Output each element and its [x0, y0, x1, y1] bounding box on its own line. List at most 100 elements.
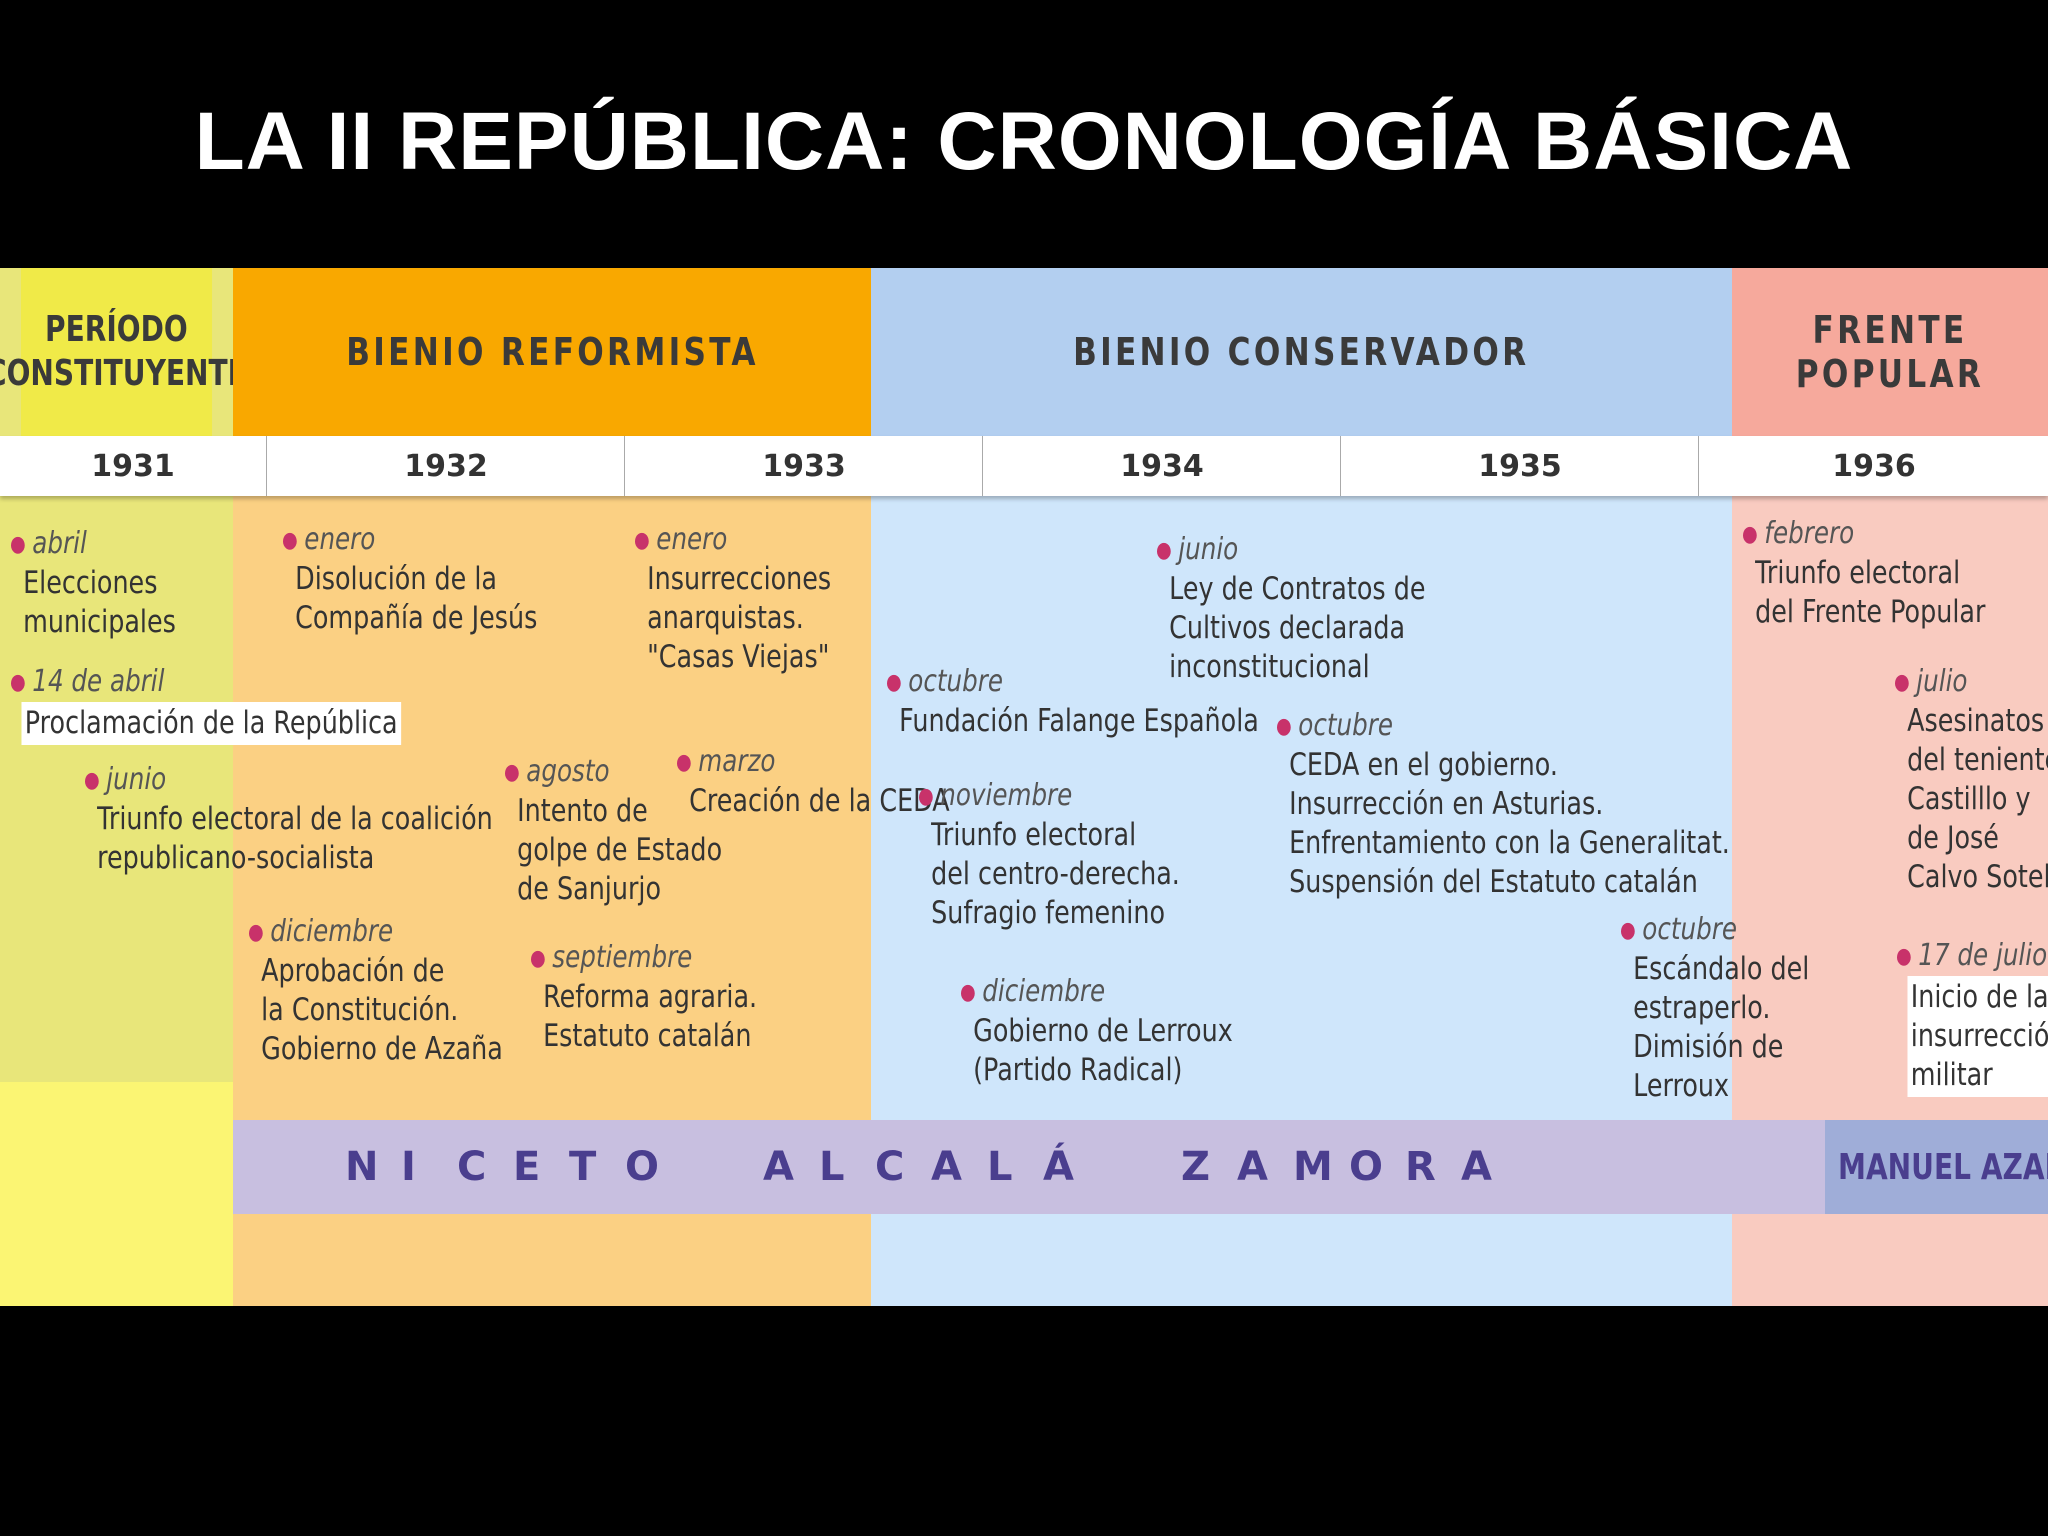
event-junio-1934: ●junio Ley de Contratos de Cultivos decl… [1156, 530, 1425, 687]
event-text: Escándalo del [1633, 951, 1810, 987]
event-text: Lerroux [1633, 1068, 1730, 1104]
period-header-constituyente: PERÍODO CONSTITUYENTE [0, 268, 247, 436]
event-date: junio [106, 762, 167, 797]
event-date: octubre [1298, 708, 1393, 743]
event-text: Aprobación de [261, 953, 445, 989]
event-text: Insurrección en Asturias. [1289, 786, 1604, 822]
president-name: MANUEL AZAÑA [1838, 1146, 2048, 1188]
event-julio-1936: ●julio Asesinatos del teniente Castilllo… [1894, 662, 2048, 897]
year-1931: 1931 [91, 448, 175, 484]
event-enero-1933: ●enero Insurrecciones anarquistas. "Casa… [634, 520, 831, 677]
timeline: PERÍODO CONSTITUYENTE BIENIO REFORMISTA … [0, 268, 2048, 1306]
bullet-icon: ● [886, 670, 902, 695]
bullet-icon: ● [504, 760, 520, 785]
bullet-icon: ● [10, 670, 26, 695]
bullet-icon: ● [918, 784, 934, 809]
event-febrero-1936: ●febrero Triunfo electoral del Frente Po… [1742, 514, 1985, 632]
bullet-icon: ● [634, 528, 650, 553]
event-text: Cultivos declarada [1169, 610, 1406, 646]
bullet-icon: ● [1156, 538, 1172, 563]
event-date: junio [1178, 532, 1239, 567]
event-text: militar [1910, 1057, 1993, 1093]
event-marzo-1933: ●marzo Creación de la CEDA [676, 742, 950, 821]
event-text: Triunfo electoral [931, 817, 1137, 853]
event-text: Proclamación de la República [21, 702, 401, 745]
bullet-icon: ● [282, 528, 298, 553]
president-letter: T [569, 1144, 597, 1190]
event-text: Enfrentamiento con la Generalitat. [1289, 825, 1730, 861]
event-date: septiembre [552, 940, 693, 975]
bullet-icon: ● [84, 768, 100, 793]
bullet-icon: ● [676, 750, 692, 775]
event-diciembre-1932: ●diciembre Aprobación de la Constitución… [248, 912, 503, 1069]
event-text: insurrección [1910, 1018, 2048, 1054]
period-header-conservador: BIENIO CONSERVADOR [871, 268, 1732, 436]
president-letter: L [987, 1144, 1013, 1190]
president-letter: O [1349, 1144, 1384, 1190]
president-letter: O [625, 1144, 660, 1190]
year-1933: 1933 [624, 436, 983, 496]
period-header-frente-popular: FRENTE POPULAR [1732, 268, 2048, 436]
event-text: Disolución de la [295, 561, 498, 597]
bullet-icon: ● [248, 920, 264, 945]
event-noviembre-1933: ●noviembre Triunfo electoral del centro-… [918, 776, 1180, 933]
event-17-julio-1936: ●17 de julio Inicio de la insurrección m… [1896, 936, 2048, 1097]
event-text: Compañía de Jesús [295, 600, 538, 636]
event-date: diciembre [270, 914, 394, 949]
event-junio-1931: ●junio Triunfo electoral de la coalición… [84, 760, 493, 878]
event-octubre-1934: ●octubre CEDA en el gobierno. Insurrecci… [1276, 706, 1730, 902]
period-header-reformista: BIENIO REFORMISTA [233, 268, 871, 436]
bullet-icon: ● [10, 532, 26, 557]
president-letter: A [1461, 1144, 1492, 1190]
event-septiembre-1933: ●septiembre Reforma agraria. Estatuto ca… [530, 938, 757, 1056]
event-text: Elecciones [23, 565, 158, 601]
event-text: Triunfo electoral [1755, 555, 1961, 591]
president-letter: Á [1043, 1144, 1074, 1190]
event-date: diciembre [982, 974, 1106, 1009]
event-date: enero [656, 522, 728, 557]
event-octubre-1933: ●octubre Fundación Falange Española [886, 662, 1259, 741]
event-date: febrero [1764, 516, 1855, 551]
event-14-abril-1931: ●14 de abril Proclamación de la Repúblic… [10, 662, 401, 745]
event-text: Reforma agraria. [543, 979, 758, 1015]
event-date: marzo [698, 744, 776, 779]
event-date: octubre [1642, 912, 1737, 947]
event-text: Inicio de la [1910, 979, 2048, 1015]
period-label-line-1: PERÍODO [45, 309, 188, 350]
period-label-line-2: CONSTITUYENTE [0, 353, 247, 394]
president-letter: M [1293, 1144, 1333, 1190]
event-text: del teniente [1907, 742, 2048, 778]
event-text: de Sanjurjo [517, 871, 662, 907]
president-letter: A [931, 1144, 962, 1190]
president-label-azana: MANUEL AZAÑA [1838, 1120, 2048, 1214]
event-date: noviembre [940, 778, 1073, 813]
bullet-icon: ● [1620, 918, 1636, 943]
president-letter: R [1405, 1144, 1436, 1190]
event-text: Asesinatos [1907, 703, 2045, 739]
event-text: Ley de Contratos de [1169, 571, 1426, 607]
event-diciembre-1933: ●diciembre Gobierno de Lerroux (Partido … [960, 972, 1233, 1090]
president-letter: L [819, 1144, 845, 1190]
event-text: de José [1907, 820, 1999, 856]
year-1934: 1934 [982, 436, 1341, 496]
event-text: "Casas Viejas" [647, 639, 830, 675]
event-date: octubre [908, 664, 1003, 699]
event-date: julio [1916, 664, 1968, 699]
event-text: del centro-derecha. [931, 856, 1180, 892]
bullet-icon: ● [960, 980, 976, 1005]
president-letter: A [1237, 1144, 1268, 1190]
event-octubre-1935: ●octubre Escándalo del estraperlo. Dimis… [1620, 910, 1809, 1106]
president-letter: N [345, 1144, 379, 1190]
year-1936: 1936 [1698, 436, 2048, 496]
event-date: abril [32, 526, 87, 561]
event-date: enero [304, 522, 376, 557]
president-letter: Z [1181, 1144, 1211, 1190]
president-letter: E [513, 1144, 541, 1190]
event-text: Triunfo electoral de la coalición [97, 801, 493, 837]
event-abril-1931: ●abril Elecciones municipales [10, 524, 176, 642]
event-date: agosto [526, 754, 610, 789]
year-1932: 1932 [266, 436, 625, 496]
event-text: Calvo Sotelo [1907, 859, 2048, 895]
event-text: Fundación Falange Española [899, 703, 1259, 739]
event-enero-1932: ●enero Disolución de la Compañía de Jesú… [282, 520, 537, 638]
